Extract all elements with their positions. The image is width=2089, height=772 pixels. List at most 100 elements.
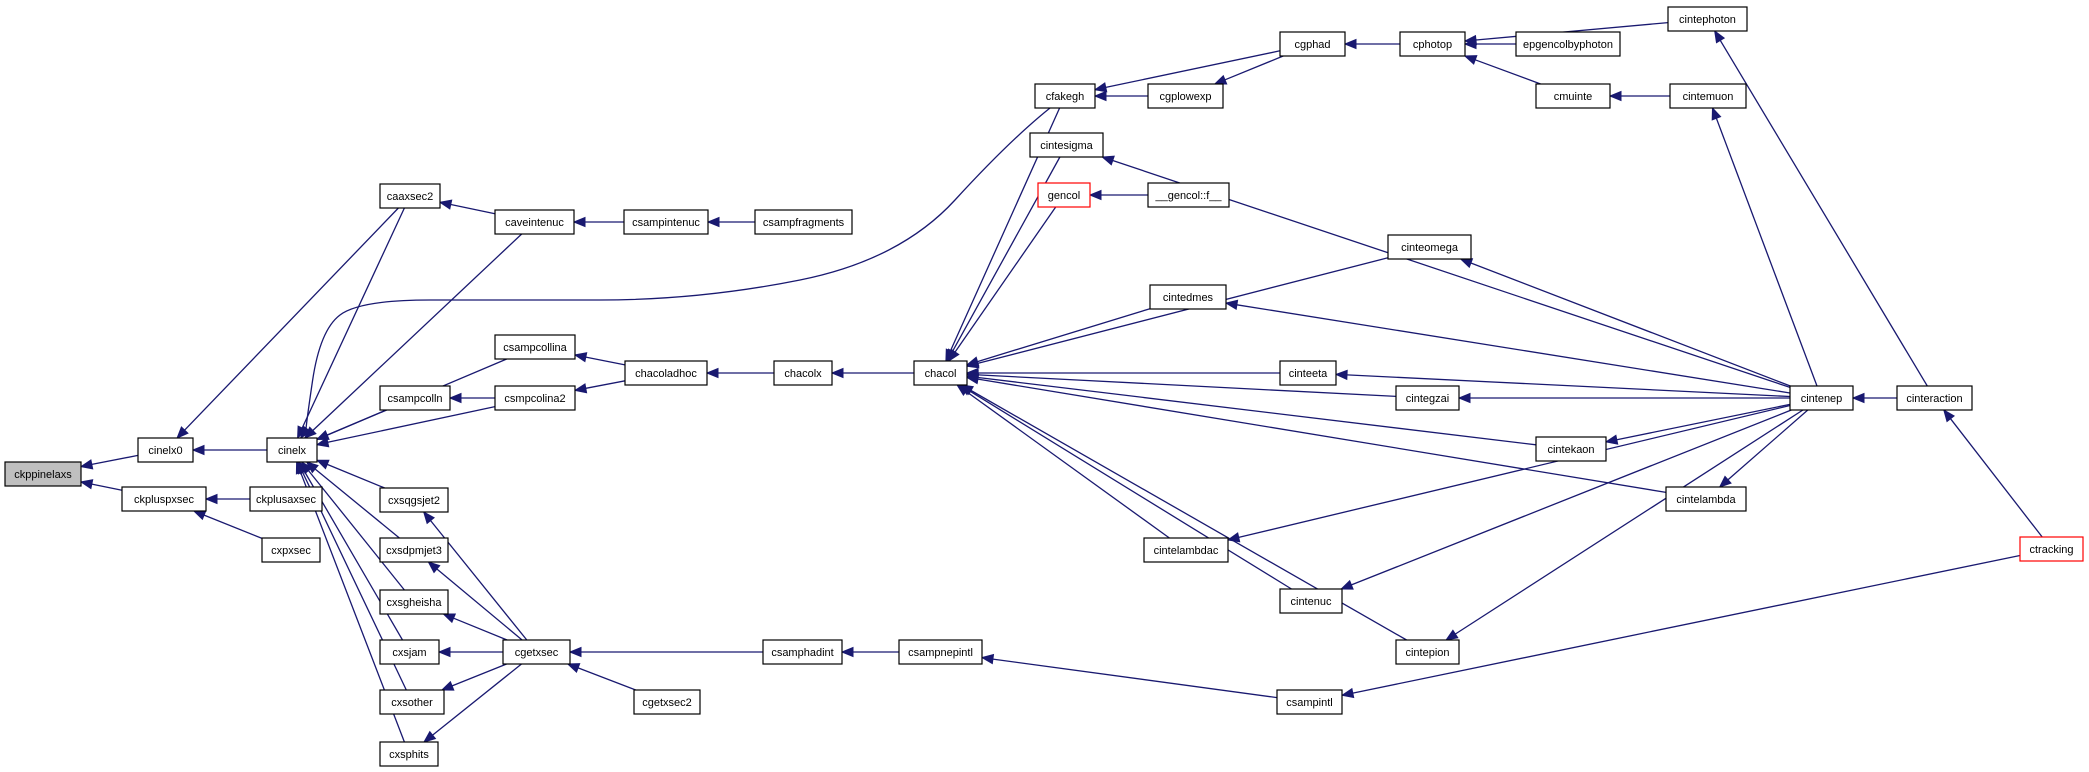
node-csampintenuc[interactable]: csampintenuc	[623, 209, 709, 235]
node-cgplowexp[interactable]: cgplowexp	[1147, 83, 1224, 109]
call-edge-caveintenuc-to-caaxsec2	[438, 199, 496, 215]
node-cinelx0[interactable]: cinelx0	[137, 437, 194, 463]
call-edge-csampintl-to-csampnepintl	[980, 653, 1278, 699]
node-cintenep[interactable]: cintenep	[1789, 385, 1854, 411]
node-gencol-f[interactable]: __gencol::f__	[1147, 182, 1230, 208]
node-cintephoton[interactable]: cintephoton	[1667, 6, 1748, 32]
node-cinelx[interactable]: cinelx	[266, 437, 318, 463]
call-edge-cintenep-to-cintekaon	[1604, 403, 1791, 445]
node-cinteomega[interactable]: cinteomega	[1387, 234, 1472, 260]
edge-arrowhead	[191, 444, 205, 456]
call-edge-chacolx-to-chacoladhoc	[705, 367, 774, 379]
node-csampnepintl[interactable]: csampnepintl	[898, 639, 983, 665]
node-csampintl[interactable]: csampintl	[1276, 689, 1343, 715]
node-chacoladhoc[interactable]: chacoladhoc	[624, 360, 708, 386]
node-label: cxsdpmjet3	[386, 545, 442, 557]
edge-arrowhead	[1224, 299, 1239, 311]
node-chacolx[interactable]: chacolx	[773, 360, 833, 386]
node-gencol[interactable]: gencol	[1037, 182, 1091, 208]
node-cintelambdac[interactable]: cintelambdac	[1143, 537, 1229, 563]
node-cintelambda[interactable]: cintelambda	[1665, 486, 1747, 512]
call-edge-ckplusaxsec-to-ckpluspxsec	[204, 493, 250, 505]
edge-line	[977, 374, 1397, 398]
node-cgetxsec2[interactable]: cgetxsec2	[633, 689, 701, 715]
edge-arrowhead	[1718, 475, 1732, 488]
node-cinteraction[interactable]: cinteraction	[1896, 385, 1973, 411]
node-cintenuc[interactable]: cintenuc	[1279, 588, 1343, 614]
edge-arrowhead	[440, 680, 455, 691]
node-cintegzai[interactable]: cintegzai	[1395, 385, 1460, 411]
node-label: cxsqgsjet2	[388, 495, 440, 507]
edge-line	[305, 107, 1051, 432]
edge-line	[954, 206, 1057, 353]
edge-line	[453, 617, 508, 641]
node-cgetxsec[interactable]: cgetxsec	[502, 639, 571, 665]
node-cgphad[interactable]: cgphad	[1279, 31, 1346, 57]
node-cxsother[interactable]: cxsother	[379, 689, 445, 715]
node-box	[502, 639, 571, 665]
edge-arrowhead	[1444, 629, 1459, 641]
node-box	[379, 385, 451, 411]
node-cxsjam[interactable]: cxsjam	[379, 639, 440, 665]
node-box	[1399, 31, 1466, 57]
node-box	[379, 689, 445, 715]
node-cintedmes[interactable]: cintedmes	[1149, 284, 1227, 310]
node-csampfragments[interactable]: csampfragments	[754, 209, 853, 235]
edge-line	[326, 409, 387, 436]
node-cintekaon[interactable]: cintekaon	[1535, 436, 1607, 462]
node-epgencolbyphoton[interactable]: epgencolbyphoton	[1515, 31, 1621, 57]
node-csamphadint[interactable]: csamphadint	[762, 639, 843, 665]
edge-line	[1352, 554, 2021, 694]
node-ckppinelaxs[interactable]: ckppinelaxs	[4, 461, 82, 487]
call-edge-cgetxsec-to-cxsjam	[437, 646, 503, 658]
call-edge-chacoladhoc-to-csmpcolina2	[573, 380, 626, 394]
node-cintepion[interactable]: cintepion	[1395, 639, 1460, 665]
node-box	[1034, 83, 1096, 109]
node-cxsqgsjet2[interactable]: cxsqgsjet2	[379, 487, 449, 513]
edge-line	[977, 308, 1151, 363]
node-cxsgheisha[interactable]: cxsgheisha	[379, 589, 449, 615]
node-csampcolln[interactable]: csampcolln	[379, 385, 451, 411]
edge-line	[1470, 262, 1791, 387]
edge-line	[203, 514, 263, 540]
node-csampcollina[interactable]: csampcollina	[494, 334, 576, 360]
call-edge-cinelx-to-cinelx0	[191, 444, 267, 456]
edge-line	[585, 356, 626, 366]
node-ctracking[interactable]: ctracking	[2019, 536, 2084, 562]
edge-line	[965, 390, 1170, 539]
edge-arrowhead	[1334, 369, 1348, 381]
node-label: caaxsec2	[387, 191, 433, 203]
node-box	[4, 461, 82, 487]
node-box	[494, 334, 576, 360]
node-chacol[interactable]: chacol	[913, 360, 968, 386]
node-ckpluspxsec[interactable]: ckpluspxsec	[121, 486, 207, 512]
node-label: cinteeta	[1289, 368, 1328, 380]
node-box	[1143, 537, 1229, 563]
node-csmpcolina2[interactable]: csmpcolina2	[494, 385, 576, 411]
node-ckplusaxsec[interactable]: ckplusaxsec	[249, 486, 323, 512]
node-cxpxsec[interactable]: cxpxsec	[261, 537, 321, 563]
node-box	[1279, 31, 1346, 57]
node-cxsdpmjet3[interactable]: cxsdpmjet3	[379, 537, 449, 563]
edge-arrowhead	[1851, 392, 1865, 404]
node-cphotop[interactable]: cphotop	[1399, 31, 1466, 57]
edge-line	[1727, 409, 1809, 481]
call-edge-cintelambdac-to-chacol	[956, 384, 1170, 539]
call-edge-cmuinte-to-cphotop	[1463, 55, 1541, 85]
node-box	[633, 689, 701, 715]
node-cmuinte[interactable]: cmuinte	[1535, 83, 1611, 109]
node-cintemuon[interactable]: cintemuon	[1669, 83, 1747, 109]
call-edge-cintenep-to-cintelambda	[1718, 409, 1809, 488]
edge-line	[312, 233, 523, 431]
node-cfakegh[interactable]: cfakegh	[1034, 83, 1096, 109]
node-cxsphits[interactable]: cxsphits	[379, 741, 439, 767]
node-caveintenuc[interactable]: caveintenuc	[494, 209, 575, 235]
node-cintesigma[interactable]: cintesigma	[1029, 132, 1104, 158]
edge-arrowhead	[1942, 408, 1955, 423]
node-box	[1276, 689, 1343, 715]
edge-line	[1474, 59, 1541, 85]
call-edge-cinteraction-to-cintephoton	[1714, 29, 1928, 387]
node-cinteeta[interactable]: cinteeta	[1279, 360, 1337, 386]
node-caaxsec2[interactable]: caaxsec2	[379, 183, 441, 209]
